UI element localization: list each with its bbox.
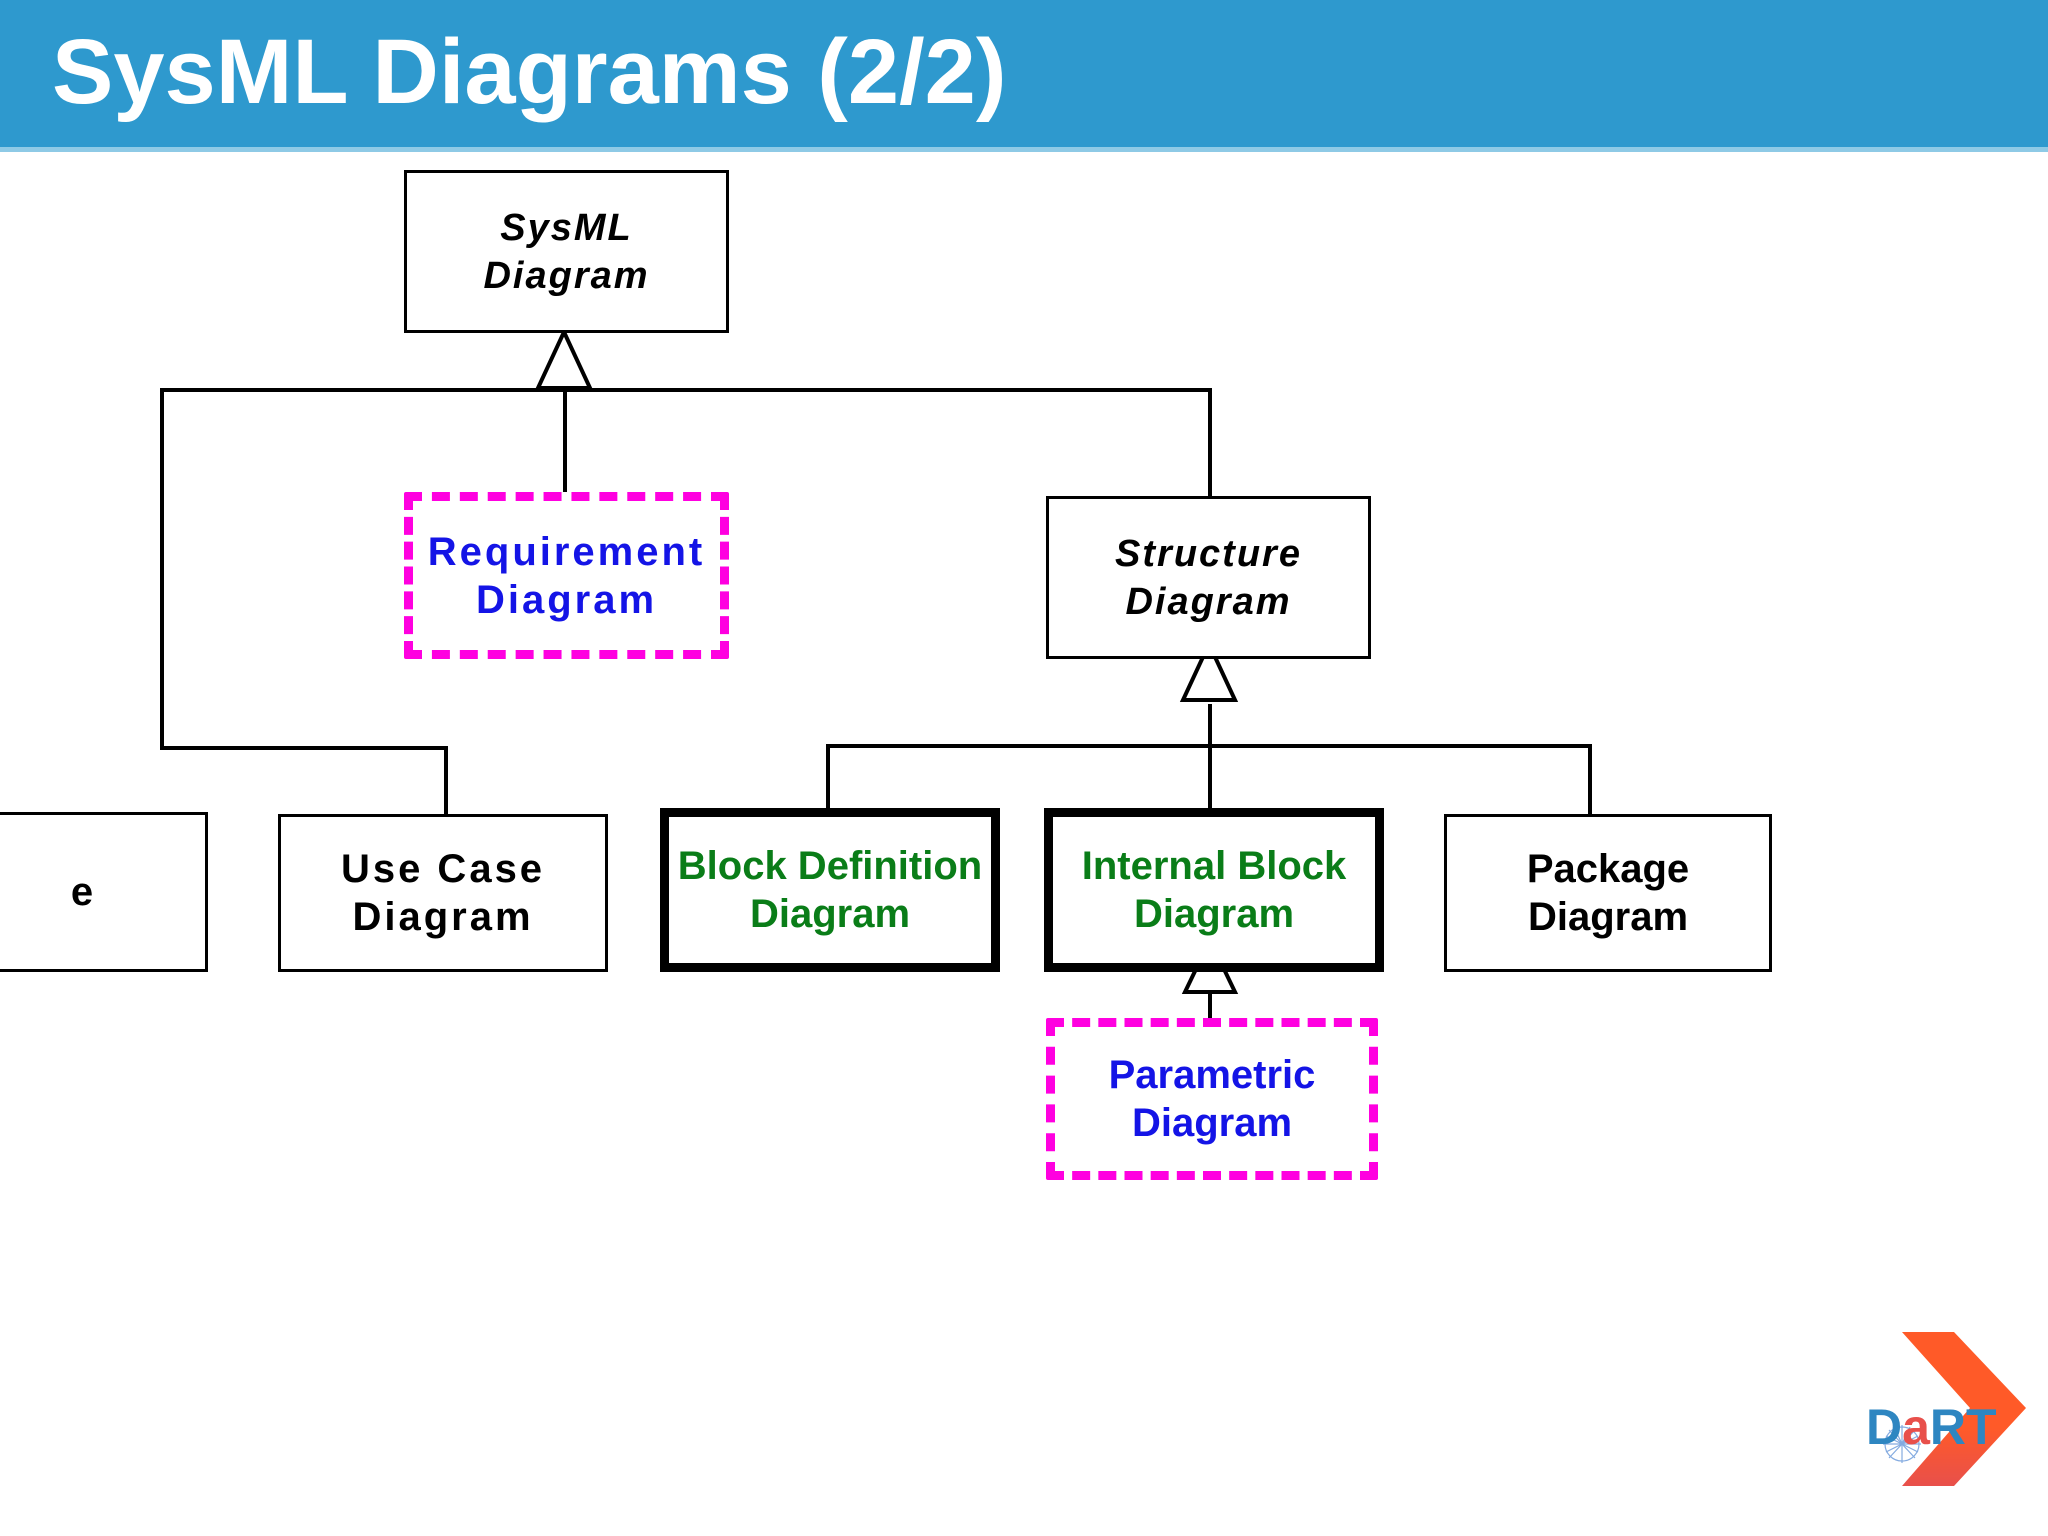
node-label: Package Diagram (1526, 847, 1690, 939)
connector-drop-package (1588, 744, 1592, 816)
node-block-definition-diagram[interactable]: Block Definition Diagram (660, 808, 1000, 972)
connector-structure-stem (1208, 704, 1212, 746)
connector-drop-internal-block (1208, 744, 1212, 816)
connector-parametric-stem (1208, 990, 1212, 1024)
node-sysml-diagram[interactable]: SysML Diagram (404, 170, 729, 333)
connector-drop-requirement (563, 388, 567, 496)
node-label: Parametric Diagram (1108, 1053, 1316, 1145)
logo-text-rt: RT (1930, 1399, 1997, 1455)
node-label: Internal Block Diagram (1081, 844, 1347, 936)
node-internal-block-diagram[interactable]: Internal Block Diagram (1044, 808, 1384, 972)
node-parametric-diagram[interactable]: Parametric Diagram (1046, 1018, 1378, 1180)
node-label: Block Definition Diagram (677, 844, 983, 936)
node-label: Structure Diagram (1115, 532, 1302, 623)
node-label: Requirement Diagram (427, 529, 706, 622)
node-use-case-diagram[interactable]: Use Case Diagram (278, 814, 608, 972)
header-banner (0, 0, 2048, 147)
dart-logo: DaRT (1862, 1322, 2048, 1500)
node-label: e (70, 870, 94, 914)
generalization-arrow-to-structure (1179, 642, 1239, 702)
connector-drop-structure (1208, 388, 1212, 496)
node-requirement-diagram[interactable]: Requirement Diagram (404, 492, 729, 659)
chevron-icon (1902, 1332, 2026, 1486)
generalization-arrow-to-sysml (534, 330, 594, 390)
logo-text-d: D (1866, 1399, 1902, 1455)
sunburst-icon (1883, 1425, 1921, 1463)
connector-drop-block-definition (826, 744, 830, 816)
logo-text-a: a (1902, 1399, 1931, 1455)
node-structure-diagram[interactable]: Structure Diagram (1046, 496, 1371, 659)
page-title: SysML Diagrams (2/2) (52, 21, 1007, 123)
diagram-canvas: SysML Diagram Requirement Diagram Struct… (0, 152, 2048, 1536)
node-label: Use Case Diagram (340, 847, 546, 939)
connector-bus-usecase (160, 746, 448, 750)
connector-left-rail (160, 388, 164, 750)
node-package-diagram[interactable]: Package Diagram (1444, 814, 1772, 972)
node-label: SysML Diagram (483, 206, 650, 297)
header-banner-underline (0, 147, 2048, 152)
logo-text: DaRT (1866, 1399, 1997, 1455)
connector-drop-usecase (444, 746, 448, 816)
node-clipped-diagram[interactable]: e (0, 812, 208, 972)
connector-bus-level2 (160, 388, 1212, 392)
